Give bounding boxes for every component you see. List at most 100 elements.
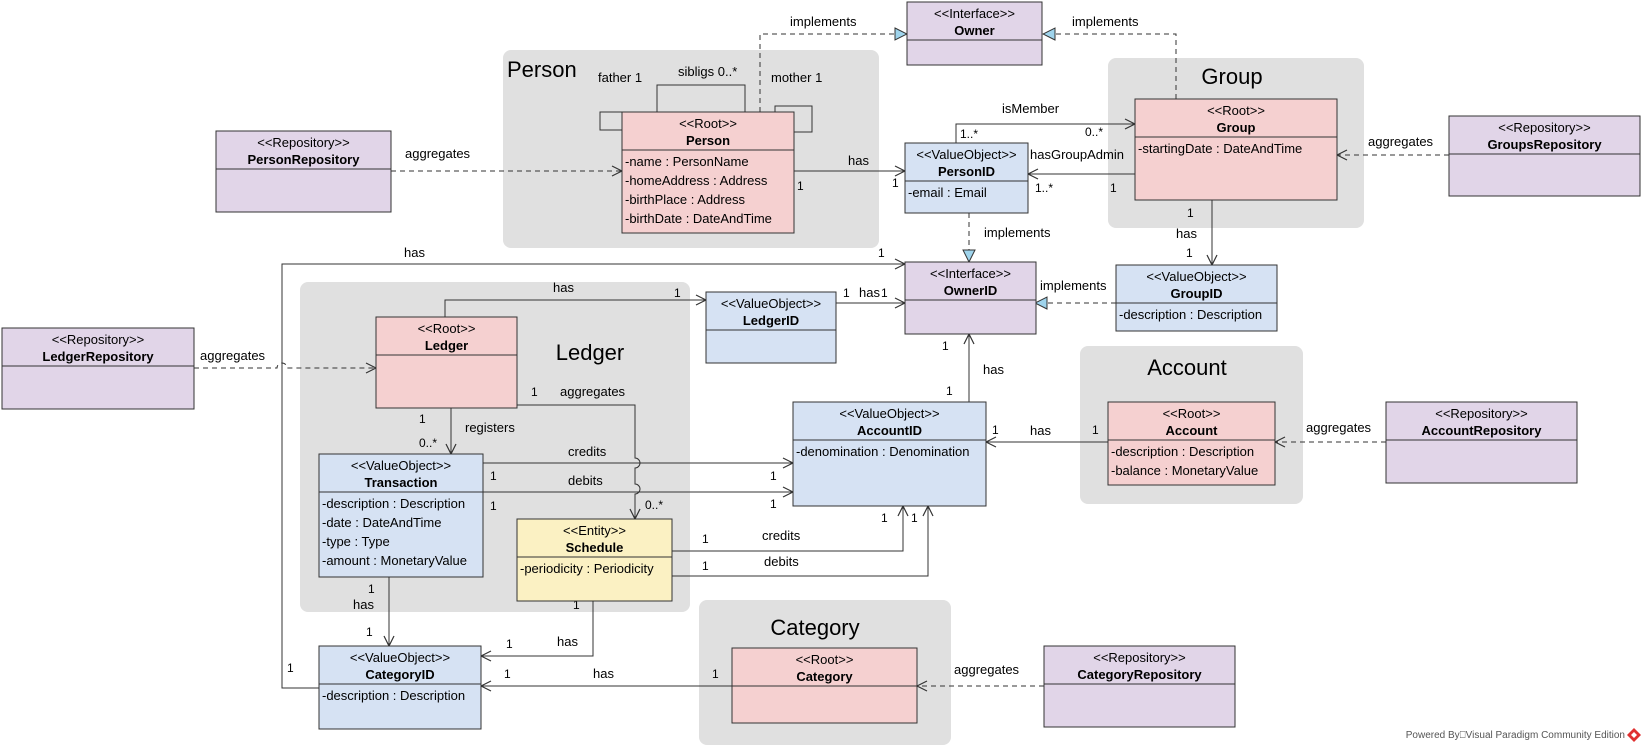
class-account-id[interactable]: <<ValueObject>> AccountID -denomination : … bbox=[792, 401, 987, 507]
class-attribute: -description : Description bbox=[322, 496, 465, 511]
class-name: PersonID bbox=[938, 164, 995, 179]
edge-person-has-personid[interactable]: has 1 1 bbox=[794, 153, 905, 193]
class-attribute: -denomination : Denomination bbox=[796, 444, 969, 459]
mult-ownerid-account: 1 bbox=[942, 339, 949, 353]
edge-ledger-aggregates-schedule[interactable]: aggregates 1 0..* bbox=[517, 384, 663, 519]
edge-ledgerid-has-ownerid[interactable]: has 1 1 bbox=[836, 285, 905, 303]
label-aggregates-person: aggregates bbox=[405, 146, 471, 161]
class-transaction[interactable]: <<ValueObject>> Transaction -description :… bbox=[318, 453, 484, 578]
edge-person-implements-owner[interactable]: implements bbox=[759, 14, 907, 112]
class-name: Owner bbox=[954, 23, 994, 38]
class-person-repository[interactable]: <<Repository>>PersonRepository bbox=[215, 130, 392, 213]
edge-personid-implements-ownerid[interactable]: implements bbox=[969, 213, 1051, 262]
mult-accountid-schedule-debits: 1 bbox=[911, 511, 918, 525]
class-name: AccountRepository bbox=[1422, 423, 1543, 438]
class-attribute: -balance : MonetaryValue bbox=[1111, 463, 1258, 478]
edge-transaction-has-categoryid[interactable]: has 1 1 bbox=[353, 577, 389, 646]
class-name: GroupsRepository bbox=[1487, 137, 1602, 152]
edge-transaction-debits-accountid[interactable]: debits 1 1 bbox=[483, 473, 793, 513]
class-stereotype: <<Repository>> bbox=[1498, 120, 1591, 135]
edge-group-hasgroupadmin-personid[interactable]: hasGroupAdmin 1..* 1 bbox=[1028, 147, 1135, 195]
class-stereotype: <<ValueObject>> bbox=[351, 458, 451, 473]
class-attribute: -description : Description bbox=[1119, 307, 1262, 322]
edge-ledger-has-ledgerid[interactable]: has 1 bbox=[444, 280, 706, 317]
class-attribute: -description : Description bbox=[1111, 444, 1254, 459]
class-name: Schedule bbox=[566, 540, 624, 555]
edge-personid-ismember-group[interactable]: isMember 1..* 0..* bbox=[955, 101, 1135, 143]
edge-ledger-registers-transaction[interactable]: registers 1 0..* bbox=[419, 408, 515, 454]
class-attribute: -email : Email bbox=[908, 185, 987, 200]
class-account[interactable]: <<Root>>Account-description : Descriptio… bbox=[1107, 401, 1276, 486]
class-name: Account bbox=[1166, 423, 1219, 438]
class-account-repository[interactable]: <<Repository>>AccountRepository bbox=[1385, 401, 1578, 484]
mult-transaction-debits: 1 bbox=[490, 499, 497, 513]
class-layer: <<Interface>> Owner <<Root>>Person-name : … bbox=[1, 1, 1641, 730]
mult-ownerid-ledger: 1 bbox=[881, 286, 888, 300]
class-stereotype: <<Root>> bbox=[418, 321, 476, 336]
edge-transaction-credits-accountid[interactable]: credits 1 1 bbox=[483, 444, 793, 483]
edge-person-self-mother[interactable]: mother 1 bbox=[771, 70, 822, 133]
edge-schedule-has-categoryid[interactable]: has 1 1 bbox=[481, 598, 594, 656]
package-ledger-title: Ledger bbox=[556, 340, 625, 365]
edge-schedule-debits-accountid[interactable]: debits 1 1 bbox=[672, 506, 928, 577]
label-siblings: sibligs 0..* bbox=[678, 64, 737, 79]
class-attribute: -homeAddress : Address bbox=[625, 173, 768, 188]
class-ledger-repository[interactable]: <<Repository>>LedgerRepository bbox=[1, 327, 195, 410]
class-stereotype: <<ValueObject>> bbox=[350, 650, 450, 665]
class-person[interactable]: <<Root>>Person-name : PersonName-homeAdd… bbox=[621, 111, 795, 234]
class-owner-id[interactable]: <<Interface>>OwnerID bbox=[904, 261, 1037, 335]
class-name: LedgerID bbox=[743, 313, 799, 328]
visual-paradigm-logo-icon bbox=[1627, 728, 1641, 742]
label-aggregates-ledger: aggregates bbox=[200, 348, 266, 363]
class-stereotype: <<ValueObject>> bbox=[721, 296, 821, 311]
class-ledger-id[interactable]: <<ValueObject>> LedgerID bbox=[705, 291, 837, 364]
mult-schedule-aggregates: 0..* bbox=[645, 498, 663, 512]
class-attribute: -birthDate : DateAndTime bbox=[625, 211, 772, 226]
class-stereotype: <<Entity>> bbox=[563, 523, 626, 538]
class-group[interactable]: <<Root>>Group-startingDate : DateAndTime bbox=[1134, 98, 1338, 201]
edge-categoryid-has-ownerid[interactable]: has 1 1 bbox=[281, 245, 905, 689]
class-category-repository[interactable]: <<Repository>>CategoryRepository bbox=[1043, 645, 1236, 728]
mult-accountid-credits: 1 bbox=[770, 469, 777, 483]
class-owner[interactable]: <<Interface>> Owner bbox=[906, 1, 1043, 66]
class-stereotype: <<Interface>> bbox=[930, 266, 1011, 281]
class-ledger[interactable]: <<Root>>Ledger bbox=[375, 316, 518, 409]
edge-category-has-categoryid[interactable]: has 1 1 bbox=[481, 666, 732, 686]
edge-accountid-has-ownerid[interactable]: has 1 1 bbox=[942, 334, 1004, 402]
edge-categoryrepository-aggregates-category[interactable]: aggregates bbox=[917, 662, 1044, 686]
edge-ledgerrepository-aggregates-ledger[interactable]: aggregates bbox=[194, 348, 376, 368]
mult-ledger-aggregates: 1 bbox=[531, 385, 538, 399]
edge-person-self-siblings[interactable]: sibligs 0..* bbox=[656, 64, 746, 112]
class-name: GroupID bbox=[1171, 286, 1223, 301]
edge-group-has-groupid[interactable]: has 1 1 bbox=[1176, 200, 1212, 265]
class-attribute: -startingDate : DateAndTime bbox=[1138, 141, 1302, 156]
class-stereotype: <<Repository>> bbox=[257, 135, 350, 150]
class-groups-repository[interactable]: <<Repository>> GroupsRepository bbox=[1448, 115, 1641, 197]
edge-group-implements-owner[interactable]: implements bbox=[1043, 14, 1177, 99]
edge-groupsrepository-aggregates-group[interactable]: aggregates bbox=[1337, 134, 1449, 155]
class-schedule[interactable]: <<Entity>>Schedule-periodicity : Periodi… bbox=[516, 518, 673, 602]
class-category[interactable]: <<Root>>Category bbox=[731, 647, 918, 724]
class-name: Transaction bbox=[365, 475, 438, 490]
mult-categoryid-schedule: 1 bbox=[506, 637, 513, 651]
label-aggregates-category: aggregates bbox=[954, 662, 1020, 677]
edge-schedule-credits-accountid[interactable]: credits 1 1 bbox=[672, 506, 903, 552]
class-name: AccountID bbox=[857, 423, 922, 438]
class-group-id[interactable]: <<ValueObject>>GroupID-description : Des… bbox=[1115, 264, 1278, 332]
label-debits-transaction: debits bbox=[568, 473, 603, 488]
class-stereotype: <<Interface>> bbox=[934, 6, 1015, 21]
label-has-account-accountid: has bbox=[1030, 423, 1051, 438]
class-category-id[interactable]: <<ValueObject>>CategoryID-description : … bbox=[318, 645, 482, 730]
label-has-accountid-ownerid: has bbox=[983, 362, 1004, 377]
mult-accountid-owner: 1 bbox=[946, 384, 953, 398]
edge-accountrepository-aggregates-account[interactable]: aggregates bbox=[1275, 420, 1386, 442]
mult-group-ismember: 0..* bbox=[1085, 125, 1103, 139]
class-attribute: -description : Description bbox=[322, 688, 465, 703]
class-stereotype: <<ValueObject>> bbox=[839, 406, 939, 421]
class-person-id[interactable]: <<ValueObject>>PersonID-email : Email bbox=[904, 142, 1029, 214]
mult-accountid-has: 1 bbox=[992, 423, 999, 437]
label-father: father 1 bbox=[598, 70, 642, 85]
edge-groupid-implements-ownerid[interactable]: implements bbox=[1035, 278, 1116, 303]
edge-account-has-accountid[interactable]: has 1 1 bbox=[986, 423, 1108, 442]
edge-personrepository-aggregates-person[interactable]: aggregates bbox=[391, 146, 622, 171]
